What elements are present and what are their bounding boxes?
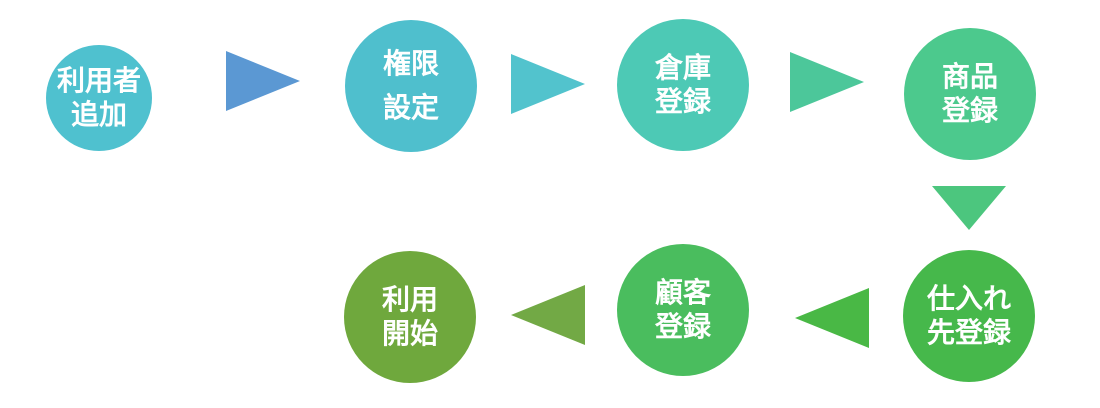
step-supplier-line1: 仕入れ	[926, 282, 1011, 315]
step-permission: 権限 設定	[345, 20, 477, 152]
arrow-left-icon	[511, 285, 585, 345]
step-customer: 顧客 登録	[617, 244, 749, 376]
step-supplier-line2: 先登録	[926, 316, 1011, 349]
step-product-line2: 登録	[941, 94, 998, 127]
arrow-right-icon	[790, 52, 864, 112]
step-warehouse-line2: 登録	[654, 85, 711, 118]
step-start-line2: 開始	[381, 317, 438, 350]
step-customer-line1: 顧客	[654, 276, 711, 309]
step-product-line1: 商品	[941, 60, 998, 93]
step-start-line1: 利用	[381, 283, 438, 316]
arrow-down-icon	[932, 186, 1006, 230]
step-warehouse-line1: 倉庫	[654, 51, 711, 84]
step-permission-line2: 設定	[382, 91, 439, 124]
arrow-right-icon	[511, 54, 585, 114]
step-user-add: 利用者 追加	[46, 45, 152, 151]
step-start: 利用 開始	[344, 251, 476, 383]
step-product: 商品 登録	[904, 28, 1036, 160]
step-warehouse: 倉庫 登録	[617, 19, 749, 151]
arrow-right-icon	[226, 51, 300, 111]
step-supplier: 仕入れ 先登録	[903, 250, 1035, 382]
step-user-add-line1: 利用者	[56, 64, 141, 97]
step-permission-line1: 権限	[382, 47, 439, 80]
arrow-left-icon	[795, 288, 869, 348]
step-customer-line2: 登録	[654, 310, 711, 343]
step-user-add-line2: 追加	[70, 98, 127, 131]
